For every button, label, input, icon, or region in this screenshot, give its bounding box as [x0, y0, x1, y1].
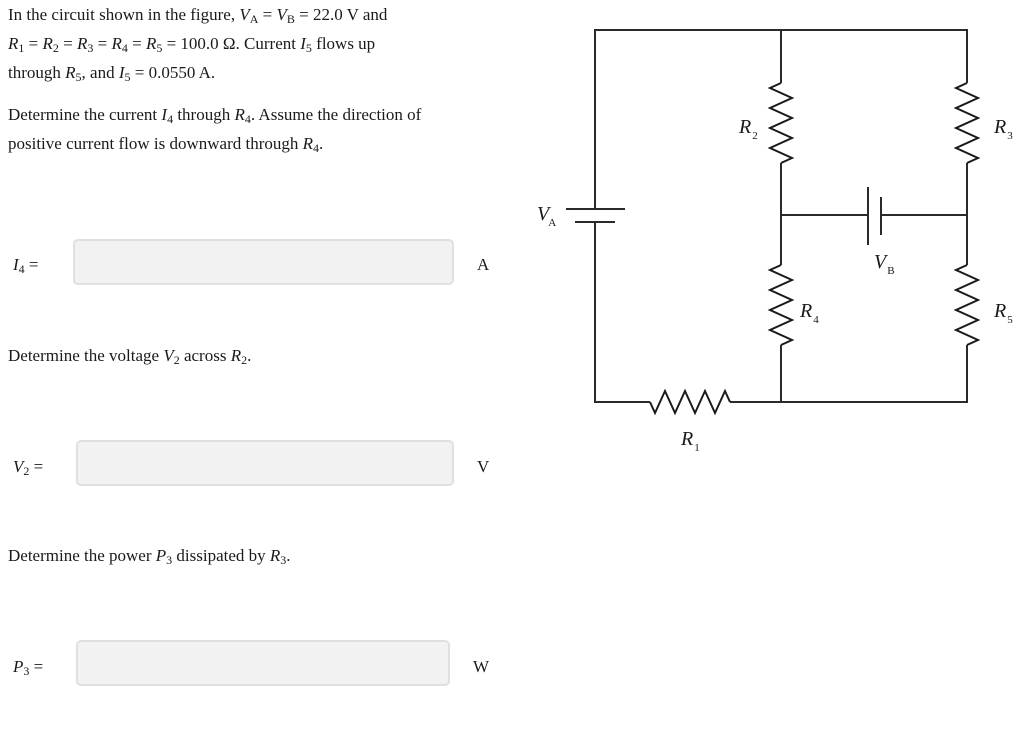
label-r3: R3	[993, 116, 1013, 142]
circuit-wires	[594, 29, 968, 403]
resistor-r4	[767, 264, 795, 346]
label-r4: R4	[799, 300, 819, 326]
label-va: VA	[537, 203, 556, 229]
label-vb: VB	[874, 251, 895, 277]
intro-line-3: through R5, and I5 = 0.0550 A.	[8, 63, 216, 84]
intro-line-1: In the circuit shown in the figure, VA =…	[8, 5, 388, 26]
i4-answer-input[interactable]	[73, 239, 454, 285]
label-r2: R2	[738, 116, 758, 142]
question-3-text: Determine the power P3 dissipated by R3.	[8, 546, 291, 567]
p3-label: P3 =	[13, 657, 44, 678]
i4-unit: A	[477, 255, 490, 274]
question-2-text: Determine the voltage V2 across R2.	[8, 346, 252, 367]
question-1-text: Determine the current I4 through R4. Ass…	[8, 105, 422, 155]
resistor-r2	[767, 82, 795, 164]
i4-label: I4 =	[13, 255, 39, 276]
battery-vb	[867, 187, 882, 245]
resistor-r1	[649, 388, 731, 416]
wire-right-bottom	[730, 345, 968, 403]
v2-unit: V	[477, 457, 490, 476]
wire-left-bottom	[594, 222, 650, 403]
label-r1: R1	[680, 428, 700, 454]
v2-label: V2 =	[13, 457, 44, 478]
resistor-r3	[953, 82, 981, 164]
intro-line-2: R1 = R2 = R3 = R4 = R5 = 100.0 Ω. Curren…	[8, 34, 376, 55]
p3-answer-input[interactable]	[76, 640, 450, 686]
resistor-r5	[953, 264, 981, 346]
p3-unit: W	[473, 657, 490, 676]
label-r5: R5	[993, 300, 1013, 326]
problem-statement: In the circuit shown in the figure, VA =…	[8, 0, 387, 87]
battery-va	[566, 208, 625, 223]
v2-answer-input[interactable]	[76, 440, 454, 486]
